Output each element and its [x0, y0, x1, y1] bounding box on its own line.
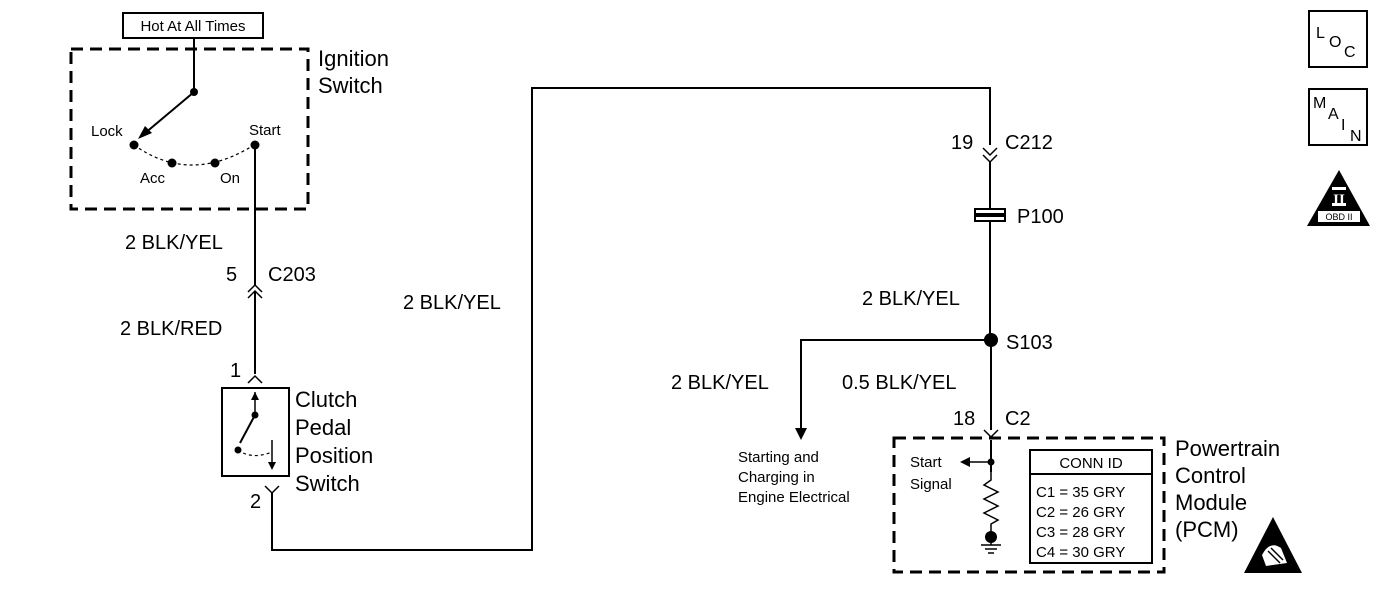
pcm-title-2: Control [1175, 463, 1246, 488]
svg-text:A: A [1328, 106, 1339, 123]
clutch-pin2-connector-icon [264, 485, 280, 495]
on-contact [210, 158, 220, 168]
wire-label-branch: 2 BLK/YEL [671, 372, 769, 394]
wire-label-p100-out: 2 BLK/YEL [862, 288, 960, 310]
acc-label: Acc [140, 170, 166, 187]
clutch-up-arrow-icon [251, 392, 259, 400]
loc-icon[interactable]: L O C [1308, 10, 1368, 68]
branch-dest-1: Starting and [738, 449, 819, 466]
main-icon[interactable]: M A I N [1308, 88, 1368, 146]
lock-contact [129, 140, 139, 150]
ignition-switch-title-2: Switch [318, 73, 383, 98]
s103-label: S103 [1006, 332, 1053, 354]
svg-text:I: I [1341, 117, 1345, 134]
wire-label-pcm-in: 0.5 BLK/YEL [842, 372, 957, 394]
clutch-down-arrow-icon [268, 462, 276, 470]
conn-id-row: C4 = 30 GRY [1036, 544, 1125, 561]
svg-text:N: N [1350, 128, 1362, 145]
conn-id-title: CONN ID [1059, 455, 1123, 472]
c212-pin: 19 [951, 132, 973, 154]
c2-pin: 18 [953, 408, 975, 430]
clutch-output-wire [271, 87, 991, 551]
clutch-title-4: Switch [295, 471, 360, 496]
ignition-switch-box [69, 47, 310, 211]
clutch-title-2: Pedal [295, 415, 351, 440]
svg-text:C: C [1344, 44, 1356, 61]
clutch-pin1-connector-icon [247, 374, 263, 384]
start-signal-arrow-icon [960, 457, 970, 467]
branch-dest-2: Charging in [738, 469, 815, 486]
svg-text:OBD II: OBD II [1325, 212, 1352, 222]
p100-passthrough-icon [974, 208, 1006, 215]
esd-warning-icon [1244, 517, 1302, 573]
switch-arm [143, 91, 195, 135]
switch-arm-arrow-icon [138, 126, 152, 139]
svg-text:II: II [1333, 192, 1345, 208]
c212-connector-icon [982, 147, 998, 157]
clutch-title-3: Position [295, 443, 373, 468]
wire-label-ign-out: 2 BLK/YEL [125, 232, 223, 254]
start-signal-label-2: Signal [910, 476, 952, 493]
c2-label: C2 [1005, 408, 1031, 430]
svg-text:O: O [1329, 34, 1341, 51]
switch-position-arc [133, 144, 255, 166]
pcm-box [892, 436, 1166, 574]
conn-id-row: C2 = 26 GRY [1036, 504, 1125, 521]
clutch-title-1: Clutch [295, 387, 357, 412]
start-signal-label-1: Start [910, 454, 943, 471]
clutch-pin1: 1 [230, 360, 241, 382]
conn-id-row: C3 = 28 GRY [1036, 524, 1125, 541]
c212-label: C212 [1005, 132, 1053, 154]
pcm-title-4: (PCM) [1175, 517, 1239, 542]
c203-connector-icon [247, 283, 263, 293]
svg-text:L: L [1316, 25, 1325, 42]
acc-contact [167, 158, 177, 168]
wire-label-clutch-feed: 2 BLK/RED [120, 318, 222, 340]
resistor-icon [982, 472, 1000, 535]
branch-dest-3: Engine Electrical [738, 489, 850, 506]
branch-wire [800, 339, 991, 430]
obd-ii-icon[interactable]: II OBD II [1307, 170, 1370, 226]
p100-label: P100 [1017, 206, 1064, 228]
conn-id-row: C1 = 35 GRY [1036, 484, 1125, 501]
conn-id-box [1029, 449, 1153, 564]
c2-connector-icon [983, 429, 999, 439]
c203-label: C203 [268, 264, 316, 286]
clutch-switch-arm [239, 414, 256, 444]
pcm-title-3: Module [1175, 490, 1247, 515]
hot-at-all-times-label: Hot At All Times [140, 18, 245, 35]
wire-label-long-run: 2 BLK/YEL [403, 292, 501, 314]
c203-pin: 5 [226, 264, 237, 286]
ignition-switch-title-1: Ignition [318, 46, 389, 71]
clutch-pin2: 2 [250, 491, 261, 513]
start-label: Start [249, 122, 282, 139]
on-label: On [220, 170, 240, 187]
lock-label: Lock [91, 123, 123, 140]
pcm-title-1: Powertrain [1175, 436, 1280, 461]
svg-text:M: M [1313, 95, 1326, 112]
branch-arrow-icon [795, 428, 807, 440]
